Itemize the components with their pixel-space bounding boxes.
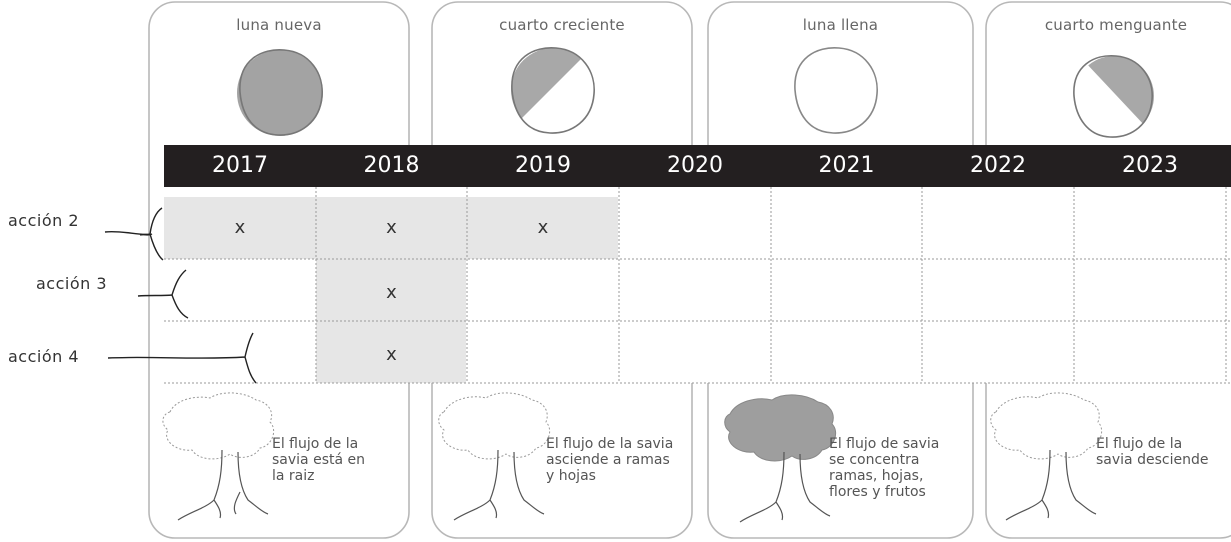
desc-root-line1: El flujo de la xyxy=(272,436,359,452)
tree-icon-root xyxy=(162,392,275,521)
desc-descending-line2: savia desciende xyxy=(1096,452,1209,468)
year-2021: 2021 xyxy=(818,153,875,178)
year-2023: 2023 xyxy=(1122,153,1178,178)
desc-full-line2: se concentra xyxy=(829,452,920,468)
phase-title-nueva: luna nueva xyxy=(236,16,322,34)
action-connectors xyxy=(104,207,257,384)
year-2020: 2020 xyxy=(667,153,723,178)
mark-accion2-2019: x xyxy=(537,217,549,238)
tree-icon-full xyxy=(724,394,837,523)
year-2019: 2019 xyxy=(515,153,571,178)
year-2018: 2018 xyxy=(363,153,420,178)
desc-root-line2: savia está en xyxy=(272,452,365,468)
mark-accion2-2018: x xyxy=(386,217,397,238)
desc-full-line3: ramas, hojas, xyxy=(829,468,924,484)
year-2017: 2017 xyxy=(212,153,268,178)
first-quarter-moon-icon xyxy=(511,47,595,134)
description-branches: El flujo de la savia asciende a ramas y … xyxy=(546,436,688,484)
desc-descending-line1: El flujo de la xyxy=(1096,436,1183,452)
desc-branches-line1: El flujo de la savia xyxy=(546,436,674,452)
mark-accion3-2018: x xyxy=(386,282,397,303)
year-2022: 2022 xyxy=(970,153,1026,178)
action-label-3: acción 3 xyxy=(36,274,108,293)
phase-title-llena: luna llena xyxy=(802,16,879,34)
highlight-accion2 xyxy=(164,197,618,259)
tree-icon-descending xyxy=(990,392,1103,521)
description-full: El flujo de savia se concentra ramas, ho… xyxy=(829,436,969,500)
full-moon-icon xyxy=(794,47,878,134)
action-label-4: acción 4 xyxy=(8,347,80,366)
tree-icon-branches xyxy=(438,392,551,521)
description-descending: El flujo de la savia desciende xyxy=(1096,436,1228,468)
desc-branches-line2: asciende a ramas xyxy=(546,452,670,468)
table-grid xyxy=(164,187,1231,384)
desc-root-line3: la raiz xyxy=(272,468,315,484)
phase-title-creciente: cuarto creciente xyxy=(499,16,625,34)
description-root: El flujo de la savia está en la raiz xyxy=(272,436,402,484)
desc-full-line4: flores y frutos xyxy=(829,484,926,500)
mark-accion4-2018: x xyxy=(386,344,397,365)
new-moon-icon xyxy=(237,49,323,136)
action-label-2: acción 2 xyxy=(8,211,80,230)
phase-title-menguante: cuarto menguante xyxy=(1044,16,1188,34)
desc-full-line1: El flujo de savia xyxy=(829,436,940,452)
desc-branches-line3: y hojas xyxy=(546,468,596,484)
mark-accion2-2017: x xyxy=(234,217,246,238)
year-bar xyxy=(164,145,1231,187)
last-quarter-moon-icon xyxy=(1073,55,1154,138)
